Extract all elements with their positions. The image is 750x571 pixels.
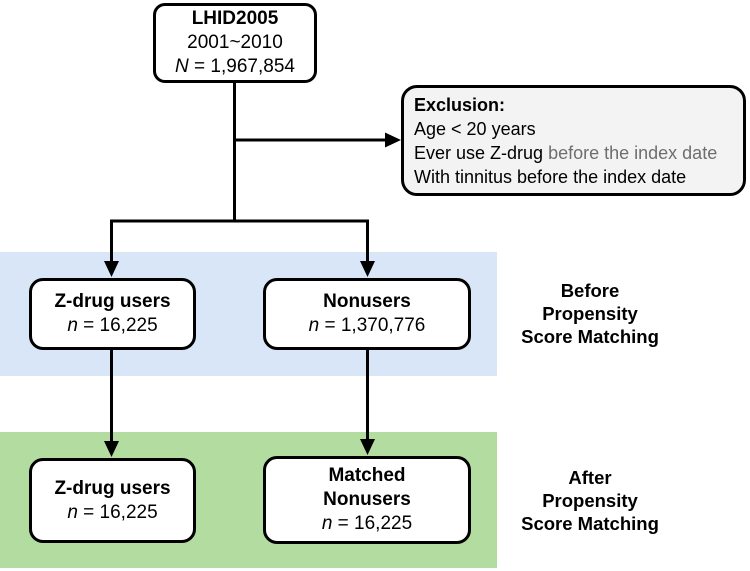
exclusion-item-zdrug: Ever use Z-drug before the index date bbox=[414, 141, 733, 165]
n-symbol: N bbox=[175, 56, 189, 77]
nonusers-before-box: Nonusers n = 1,370,776 bbox=[263, 278, 471, 350]
exclusion-title: Exclusion: bbox=[414, 94, 506, 115]
cohort-title: LHID2005 bbox=[191, 8, 279, 29]
n-symbol: n bbox=[67, 315, 78, 336]
box-title: Matched Nonusers bbox=[323, 465, 411, 510]
arrowhead-zdrug-after bbox=[104, 441, 119, 457]
arrowhead-matched-after bbox=[360, 439, 375, 455]
arrowhead-zdrug-before bbox=[104, 261, 119, 277]
n-value: = 1,370,776 bbox=[324, 315, 426, 336]
arrowhead-exclusion bbox=[385, 132, 401, 148]
matched-nonusers-box: Matched Nonusers n = 16,225 bbox=[263, 456, 471, 544]
n-symbol: n bbox=[67, 501, 78, 523]
exclusion-item-age: Age < 20 years bbox=[414, 118, 536, 139]
after-matching-label: After Propensity Score Matching bbox=[521, 467, 659, 534]
exclusion-item-tinnitus: With tinnitus before the index date bbox=[414, 166, 687, 187]
arrowhead-nonusers-before bbox=[360, 261, 375, 277]
n-value: = 16,225 bbox=[83, 501, 158, 523]
box-n: n = 16,225 bbox=[67, 501, 157, 525]
box-n: n = 16,225 bbox=[322, 512, 412, 536]
cohort-period: 2001~2010 bbox=[187, 32, 283, 53]
cohort-source-box: LHID2005 2001~2010 N = 1,967,854 bbox=[153, 3, 317, 83]
n-value: = 1,967,854 bbox=[194, 56, 295, 77]
n-symbol: n bbox=[308, 315, 320, 336]
zdrug-users-after-box: Z-drug users n = 16,225 bbox=[29, 458, 196, 543]
before-matching-label: Before Propensity Score Matching bbox=[521, 280, 659, 347]
box-title: Z-drug users bbox=[54, 291, 171, 312]
box-n: n = 1,370,776 bbox=[309, 314, 426, 338]
zdrug-users-before-box: Z-drug users n = 16,225 bbox=[29, 278, 196, 350]
n-value: = 16,225 bbox=[83, 315, 158, 336]
cohort-n: N = 1,967,854 bbox=[175, 55, 295, 79]
n-value: = 16,225 bbox=[337, 513, 413, 534]
n-symbol: n bbox=[321, 513, 333, 534]
box-title: Z-drug users bbox=[54, 477, 171, 499]
exclusion-item-zdrug-muted: before the index date bbox=[548, 142, 718, 163]
exclusion-box: Exclusion: Age < 20 years Ever use Z-dru… bbox=[401, 85, 746, 196]
box-title: Nonusers bbox=[323, 291, 411, 312]
box-n: n = 16,225 bbox=[67, 314, 157, 338]
exclusion-item-zdrug-main: Ever use Z-drug bbox=[414, 142, 544, 163]
